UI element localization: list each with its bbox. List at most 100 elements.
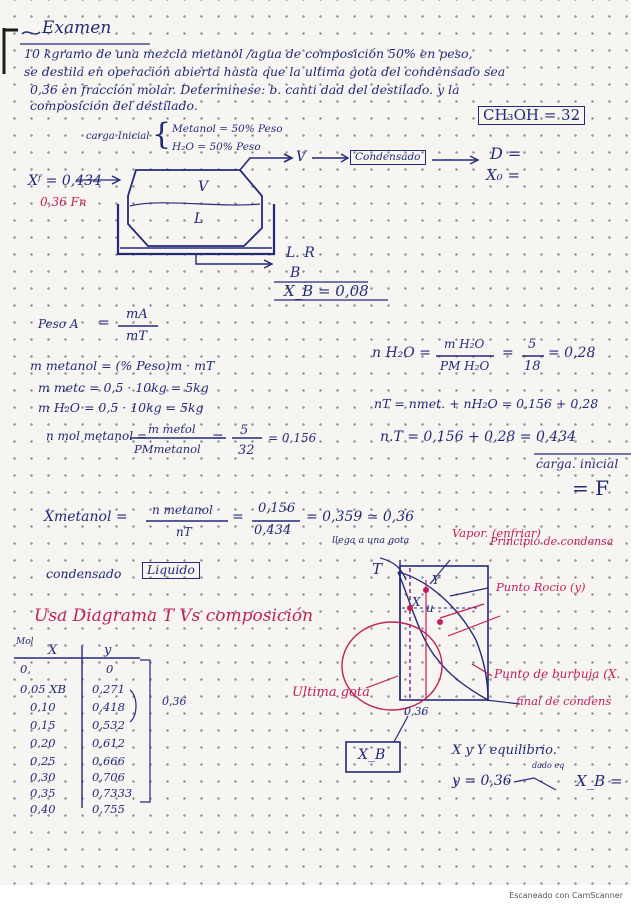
m-metanol-eq: m metanol = (% Peso)m · mT	[30, 358, 215, 373]
n-metanol-mid-equals: =	[212, 429, 224, 445]
condensado-text: condensado	[46, 566, 122, 581]
still-vessel	[127, 169, 263, 247]
xmetanol-result: = 0,359 ≃ 0,36	[306, 509, 415, 525]
table-row-x-2: 0,10	[30, 700, 56, 714]
table-row-y-8: 0,755	[92, 802, 125, 816]
table-row-y-4: 0,612	[92, 736, 125, 750]
nh2o-denominator: PM H₂O	[440, 359, 490, 373]
tdiag-t-axis: T	[372, 560, 383, 578]
nh2o-result: = 0,28	[548, 345, 596, 361]
xb-box	[345, 741, 401, 773]
peso-numerator: mA	[126, 307, 148, 322]
tdiag-u-mark: u	[426, 601, 434, 615]
table-row-x-6: 0,30	[30, 770, 56, 784]
n-metanol-thirtytwo: 32	[238, 443, 255, 458]
table-row-y-0: 0	[106, 662, 114, 676]
tdiag-x036-label: 0,36	[404, 705, 429, 718]
nt-equation-2: n.T = 0,156 + 0,28 = 0,434	[380, 429, 577, 445]
tdiag-bubble-curve	[397, 571, 489, 701]
still-liquid-symbol: L	[194, 211, 204, 227]
notebook-page	[0, 0, 631, 885]
tdiag-principio-label: Principio de condensa	[490, 535, 614, 548]
tdiag-frame	[399, 565, 489, 701]
tdiag-ultima-gota-label: Ultima gota	[292, 685, 370, 700]
residue-b-label: B	[290, 265, 301, 281]
title-squiggle	[21, 31, 41, 35]
tdiag-llega-label: llega a una gota	[332, 535, 410, 546]
liquido-box: Liquido	[142, 562, 200, 579]
n-metanol-five: 5	[240, 423, 249, 438]
tdiag-punto-burbuja-label: Punto de burbuja (X.	[494, 667, 621, 681]
page-title: Examen	[42, 18, 112, 38]
tdiag-punto-rocio-label: Punto Rocio (y)	[496, 580, 586, 594]
still-vapor-symbol: V	[198, 179, 209, 195]
n-metanol-lhs: n mol metanol =	[46, 429, 147, 443]
nh2o-numerator: m H₂O	[444, 337, 485, 351]
table-note: Mol	[16, 637, 34, 647]
table-row-y-1: 0,271	[92, 682, 125, 696]
xmetanol-lhs: Xmetanol =	[44, 509, 128, 525]
table-header-y: y	[104, 643, 112, 658]
tdiag-dew-curve	[397, 571, 489, 701]
peso-lhs: Peso A	[38, 317, 79, 331]
nh2o-mid-equals: =	[502, 345, 514, 361]
table-row-y-5: 0,666	[92, 754, 125, 768]
tdiag-xb-eq: X_B =	[576, 772, 623, 790]
table-row-x-8: 0,40	[30, 802, 56, 816]
table-header-x: X	[48, 643, 58, 658]
tdiag-y-mark: Y	[432, 573, 440, 587]
n-metanol-result: = 0,156	[268, 431, 317, 445]
n-metanol-denominator: PMmetanol	[134, 442, 201, 456]
tdiag-final-label: final de condens	[516, 694, 612, 708]
problem-line-4: composicion del destilado.	[30, 98, 198, 113]
condensado-box: Condensado	[350, 150, 426, 165]
tdiag-equilibrio-label: X y Y equilibrio.	[452, 743, 557, 758]
carga-brace: {	[152, 117, 172, 152]
liquid-level	[129, 202, 261, 207]
peso-denominator: mT	[126, 329, 147, 344]
table-row-x-0: 0,	[20, 662, 31, 676]
residue-lr-label: L. R	[286, 245, 315, 261]
xmetanol-num2: 0,156	[258, 501, 296, 516]
distillate-d-label: D =	[490, 144, 522, 163]
composition-1: Metanol = 50% Peso	[172, 123, 283, 135]
nh2o-frac-numerator: 5	[528, 337, 537, 352]
table-row-y-7: 0,7333	[92, 786, 133, 800]
tdiag-arrow-label: dado eq	[532, 761, 565, 770]
nt-equation-1: nT = nmet. + nH₂O = 0,156 + 0,28	[374, 396, 599, 411]
table-row-x-1: 0,05 XB	[20, 682, 66, 696]
vapor-line	[239, 157, 290, 171]
m-metc-eq: m metc = 0,5 · 10kg = 5kg	[38, 380, 209, 395]
equals-f-label: = F	[572, 476, 609, 500]
table-row-x-3: 0,15	[30, 718, 56, 732]
distillate-xd-label: X₀ =	[486, 166, 521, 184]
table-row-y-3: 0,532	[92, 718, 125, 732]
problem-line-2: se destila en operación abierta hasta qu…	[24, 64, 506, 79]
carga-inicial-label: carga. inicial	[536, 456, 619, 471]
usa-diagrama-heading: Usa Diagrama T Vs composición	[34, 606, 314, 626]
nh2o-frac-denominator: 18	[524, 359, 541, 374]
scanner-footer: Escaneado con CamScanner	[0, 885, 631, 907]
n-metanol-numerator: m metol	[148, 422, 196, 436]
problem-line-3: 0,36 en fracción molar. Determinese: b. …	[30, 82, 460, 97]
peso-equals: =	[98, 315, 110, 331]
molar-mass-box: CH₃OH = 32	[478, 106, 586, 125]
xmetanol-denominator: nT	[176, 525, 192, 539]
tdiag-y-eq: y = 0,36	[452, 773, 512, 789]
nh2o-lhs: n H₂O =	[372, 345, 431, 361]
bottoms-line	[195, 254, 270, 265]
handwriting-strokes	[2, 28, 631, 808]
carga-label: carga Inicial	[86, 131, 150, 142]
table-row-x-4: 0,20	[30, 736, 56, 750]
tdiag-vapor-label: Vapor. (enfriar)	[452, 526, 541, 540]
table-row-y-6: 0,706	[92, 770, 125, 784]
xmetanol-numerator: n metanol	[152, 503, 213, 517]
tdiag-xb-box-label: X_B	[358, 747, 386, 763]
composition-2: H₂O = 50% Peso	[172, 141, 261, 153]
table-row-x-5: 0,25	[30, 754, 56, 768]
xmetanol-mid-equals: =	[232, 509, 244, 525]
table-row-x-7: 0,35	[30, 786, 56, 800]
problem-line-1: 10 kgramo de una mezcla metanol /agua de…	[24, 46, 473, 61]
table-bracket-value: 0,36	[162, 695, 187, 708]
xmetanol-den2: 0,434	[254, 523, 292, 538]
